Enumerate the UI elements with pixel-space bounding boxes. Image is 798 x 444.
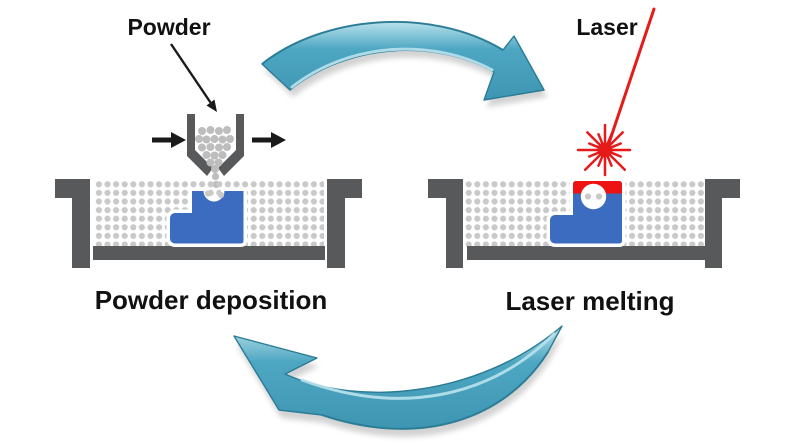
laser-label: Laser	[576, 14, 637, 40]
feed-arrow-left-icon	[152, 132, 186, 148]
laser-burst-icon	[576, 123, 632, 177]
build-plate-left	[93, 246, 325, 260]
hopper-powder	[195, 126, 234, 173]
powder-in-notch	[204, 190, 225, 199]
powder-label: Powder	[127, 14, 210, 40]
powder-in-pore	[584, 193, 603, 200]
trapped-powder-pore	[580, 183, 607, 210]
build-chamber-left	[55, 179, 362, 268]
caption-laser-melting: Laser melting	[505, 286, 674, 316]
powder-hopper	[187, 114, 244, 189]
build-plate-right	[467, 246, 707, 260]
caption-powder-deposition: Powder deposition	[95, 285, 328, 315]
powder-deposition-station: Powder	[55, 14, 362, 315]
curved-arrow-top-icon	[261, 20, 547, 108]
curved-arrow-bottom-icon	[233, 325, 564, 437]
label-arrow-icon	[170, 43, 217, 112]
laser-beam	[607, 7, 656, 145]
part-cross-section-left	[170, 191, 244, 244]
feed-arrow-right-icon	[252, 132, 286, 148]
chamber-wall-right	[705, 179, 740, 268]
chamber-wall-right	[327, 179, 362, 268]
chamber-wall-left	[428, 179, 463, 268]
chamber-wall-left	[55, 179, 90, 268]
laser-melting-station: Laser	[428, 7, 740, 316]
build-chamber-right	[428, 177, 740, 268]
